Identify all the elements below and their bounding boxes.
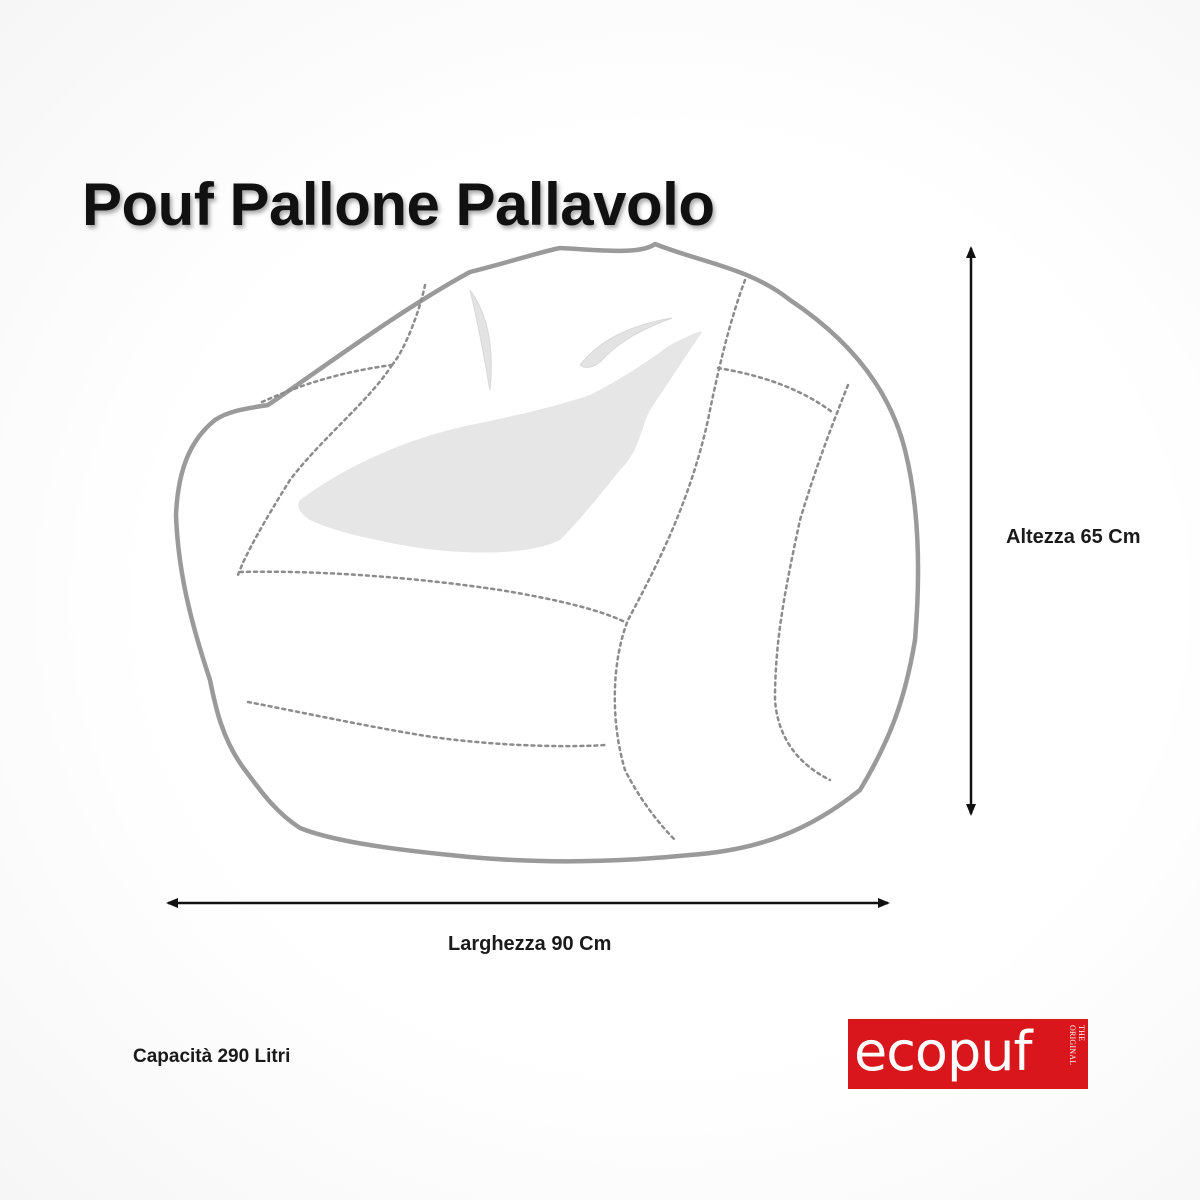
logo-tagline: THE ORIGINAL bbox=[1068, 1025, 1086, 1066]
pouf-outline bbox=[173, 241, 921, 864]
seam-middle-horizontal bbox=[238, 570, 627, 624]
seam-right-upper bbox=[716, 366, 834, 414]
top-highlight-right bbox=[579, 317, 673, 368]
page-title: Pouf Pallone Pallavolo bbox=[82, 171, 715, 238]
seam-center-vertical bbox=[613, 278, 747, 842]
height-label: Altezza 65 Cm bbox=[1006, 526, 1141, 548]
pouf-highlight bbox=[298, 331, 702, 553]
ecopuf-logo: ecopuf THE ORIGINAL bbox=[848, 1019, 1088, 1089]
seam-left-diagonal bbox=[236, 363, 394, 577]
seam-upper-left-vertical bbox=[390, 283, 427, 367]
pouf-seams bbox=[236, 278, 850, 842]
logo-wordmark: ecopuf bbox=[854, 1020, 1032, 1083]
capacity-label: Capacità 290 Litri bbox=[133, 1046, 291, 1067]
seam-upper-left-curve bbox=[260, 363, 394, 404]
width-label: Larghezza 90 Cm bbox=[448, 933, 612, 955]
top-highlight-left bbox=[469, 289, 492, 391]
seam-lower-horizontal bbox=[246, 700, 607, 748]
seam-right-vertical bbox=[773, 383, 850, 782]
